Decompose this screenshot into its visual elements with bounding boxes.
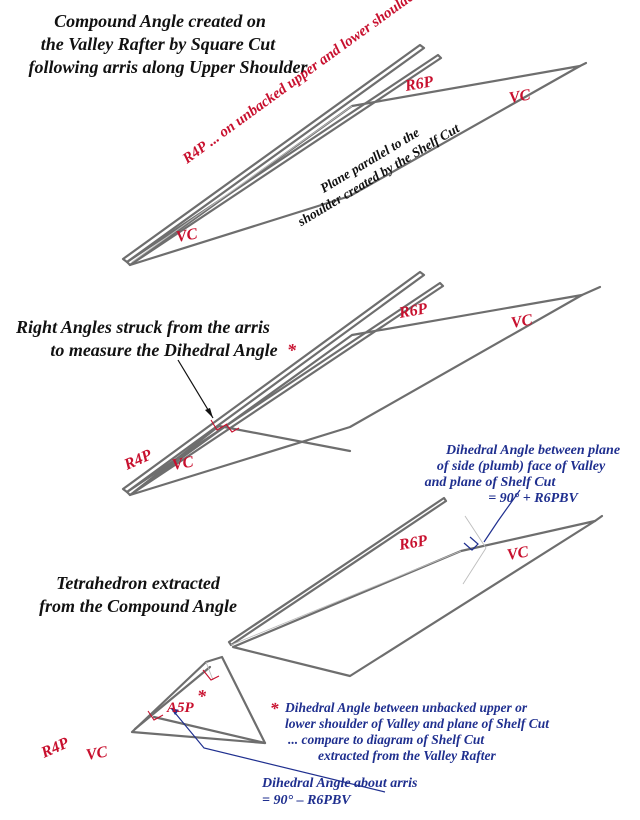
arrowhead xyxy=(205,408,213,418)
note-plumb-line-1: Dihedral Angle between plane xyxy=(445,443,620,458)
top-caption-line-2: the Valley Rafter by Square Cut xyxy=(41,34,277,54)
r4p-label-3: R4P xyxy=(38,734,72,762)
top-caption-line-3: following arris along Upper Shoulder xyxy=(28,57,308,77)
bottom-caption-line-2: from the Compound Angle xyxy=(39,596,237,616)
middle-caption: Right Angles struck from the arris to me… xyxy=(15,317,297,360)
middle-caption-line-1: Right Angles struck from the arris xyxy=(15,317,270,337)
note-dihedral-shoulder: * Dihedral Angle between unbacked upper … xyxy=(270,699,550,763)
a5p-label: A5P xyxy=(166,700,195,716)
note-shoulder-star: * xyxy=(270,699,279,718)
note-dihedral-plumb: Dihedral Angle between plane of side (pl… xyxy=(425,443,620,506)
plane-corner-tip xyxy=(578,61,588,68)
middle-caption-star: * xyxy=(287,340,297,360)
bottom-caption-line-1: Tetrahedron extracted xyxy=(56,573,221,593)
right-angle-mark-2a xyxy=(210,419,228,431)
tetrahedron-outline xyxy=(130,655,267,745)
vc-label-1a: VC xyxy=(508,86,532,107)
note-plumb-line-4: = 90° + R6PBV xyxy=(488,491,579,506)
arrow-leader xyxy=(177,359,214,419)
middle-caption-line-2: to measure the Dihedral Angle xyxy=(50,340,277,360)
right-angle-mark-3b xyxy=(147,710,164,721)
r6p-label-2: R6P xyxy=(397,300,429,322)
note-plumb-line-3: and plane of Shelf Cut xyxy=(425,475,557,490)
vc-label-2a: VC xyxy=(510,311,534,332)
perp-line-base xyxy=(132,424,221,494)
dihedral-mark-upper xyxy=(464,515,487,549)
plane-corner-tip-3 xyxy=(593,514,604,523)
right-angle-mark-3a xyxy=(202,669,220,681)
tetra-arris-inner xyxy=(133,665,212,731)
blue-leader-arris xyxy=(170,707,386,793)
blue-arrowhead xyxy=(171,708,179,715)
inner-line-3 xyxy=(230,550,462,646)
vc-label-1b: VC xyxy=(175,225,199,246)
note-shoulder-line-2: lower shoulder of Valley and plane of Sh… xyxy=(285,716,550,731)
note-plumb-line-2: of side (plumb) face of Valley xyxy=(437,459,606,474)
arris-lower-2 xyxy=(125,281,445,497)
note-shoulder-line-1: Dihedral Angle between unbacked upper or xyxy=(284,700,528,715)
blue-right-angle-mark xyxy=(463,536,479,551)
a5p-star: * xyxy=(197,686,207,706)
vc-label-2b: VC xyxy=(171,453,195,474)
vc-label-3a: VC xyxy=(506,543,530,564)
dihedral-mark-lower xyxy=(462,547,487,585)
r6p-label-1: R6P xyxy=(403,73,435,95)
note-shoulder-line-4: extracted from the Valley Rafter xyxy=(318,748,496,763)
note-arris-line-2: = 90° – R6PBV xyxy=(262,793,352,808)
inner-arris-line xyxy=(131,105,353,263)
top-caption: Compound Angle created on the Valley Raf… xyxy=(28,11,308,77)
tetra-top-notch xyxy=(205,661,214,681)
vc-label-3b: VC xyxy=(85,743,109,764)
r6p-label-3: R6P xyxy=(397,532,429,554)
arris-upper-shoulder xyxy=(121,43,426,264)
shelf-cut-piece: R6P VC xyxy=(227,489,604,678)
note-dihedral-arris: Dihedral Angle about arris = 90° – R6PBV xyxy=(261,776,418,808)
plane-note-line-2: shoulder created by the Shelf Cut xyxy=(294,120,463,230)
top-caption-line-1: Compound Angle created on xyxy=(54,11,266,31)
note-arris-line-1: Dihedral Angle about arris xyxy=(261,776,418,791)
arris-lower-shoulder xyxy=(125,53,443,267)
plane-corner-tip-2 xyxy=(580,285,602,297)
shoulder-edge-3 xyxy=(227,496,448,647)
right-angles-figure: R6P VC R4P VC xyxy=(121,270,602,497)
bottom-caption: Tetrahedron extracted from the Compound … xyxy=(39,573,237,616)
blue-leader-plumb xyxy=(483,489,521,543)
right-angle-mark-2b xyxy=(225,423,240,433)
arris-upper-2 xyxy=(121,270,426,494)
tetra-perp-line xyxy=(152,715,267,745)
perp-line-to-vertex xyxy=(217,424,352,453)
note-shoulder-line-3: ... compare to diagram of Shelf Cut xyxy=(288,732,485,747)
